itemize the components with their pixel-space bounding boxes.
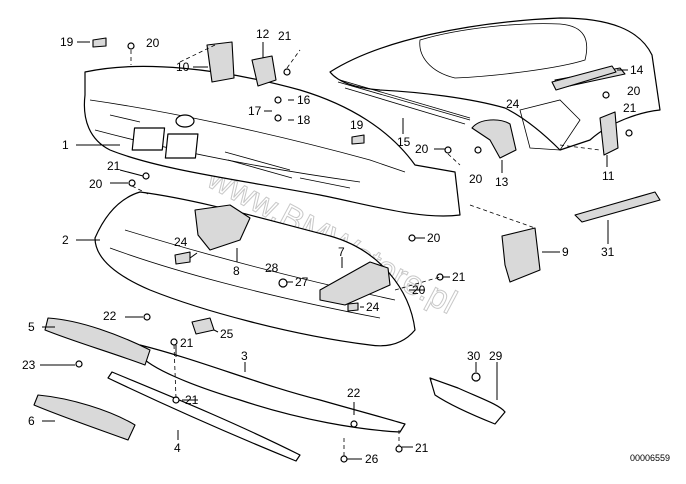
- callout-21-d: 21: [452, 270, 466, 284]
- callout-12: 12: [256, 27, 270, 41]
- callout-22-b: 22: [347, 386, 361, 400]
- leader-lines: [40, 41, 628, 460]
- callout-20-c: 20: [415, 142, 429, 156]
- callout-16: 16: [297, 93, 311, 107]
- callout-20-e: 20: [627, 84, 641, 98]
- part-14-strip: [551, 65, 617, 91]
- callout-18: 18: [297, 113, 311, 127]
- callout-19-mid: 19: [350, 118, 364, 132]
- part-4-strip: [107, 371, 301, 462]
- callout-8: 8: [233, 264, 240, 278]
- callout-20-b: 20: [89, 177, 103, 191]
- diagram-code: 00006559: [630, 453, 670, 463]
- callout-7: 7: [338, 245, 345, 259]
- callout-23: 23: [22, 358, 36, 372]
- callout-21-g: 21: [415, 441, 429, 455]
- callout-6: 6: [28, 414, 35, 428]
- callout-26: 26: [365, 452, 379, 466]
- part-9-bracket: [501, 227, 541, 283]
- part-3-spoiler: [139, 344, 406, 433]
- callout-11: 11: [602, 169, 615, 183]
- callout-4: 4: [174, 441, 181, 455]
- callout-24-b: 24: [366, 300, 380, 314]
- callout-24-a: 24: [174, 235, 188, 249]
- callout-10: 10: [176, 60, 190, 74]
- callout-25: 25: [220, 327, 234, 341]
- callout-2: 2: [62, 233, 69, 247]
- callout-28: 28: [265, 261, 279, 275]
- part-29-bracket: [429, 377, 506, 425]
- part-13-bracket: [471, 119, 517, 159]
- callout-17: 17: [248, 104, 262, 118]
- part-15-molding: [339, 79, 471, 119]
- callout-31: 31: [601, 245, 615, 259]
- part-10-bracket: [206, 41, 235, 83]
- callout-19-top: 19: [60, 35, 74, 49]
- callout-20-d: 20: [469, 172, 483, 186]
- assembly-lines: [130, 44, 601, 456]
- part-11-bracket: [599, 111, 619, 156]
- callout-21-c: 21: [623, 101, 637, 115]
- callout-13: 13: [495, 175, 509, 189]
- callout-9: 9: [562, 245, 569, 259]
- part-8-bracket: [194, 204, 251, 251]
- callout-20-g: 20: [412, 283, 426, 297]
- callout-27: 27: [295, 275, 309, 289]
- callout-5: 5: [28, 320, 35, 334]
- part-6-trim: [33, 394, 136, 441]
- part-31-rail: [574, 191, 661, 223]
- part-5-trim: [44, 317, 151, 366]
- callout-21-e: 21: [180, 336, 194, 350]
- callout-21-b: 21: [107, 159, 121, 173]
- callout-29: 29: [489, 349, 503, 363]
- callout-21-a: 21: [278, 29, 292, 43]
- callout-30: 30: [467, 349, 481, 363]
- part-1-bumper-upper: [83, 65, 461, 217]
- part-12-bracket: [251, 55, 277, 87]
- callout-14: 14: [630, 63, 644, 77]
- callout-22-a: 22: [103, 309, 117, 323]
- callout-labels: 1 2 3 4 5 6 7 8 9 10 11 12 13 14 15 16 1…: [22, 27, 644, 466]
- callout-15: 15: [397, 135, 411, 149]
- part-19-pad: [92, 37, 365, 145]
- callout-1: 1: [62, 138, 69, 152]
- callout-24-c: 24: [506, 97, 520, 111]
- part-7-bracket: [319, 261, 391, 306]
- callout-3: 3: [241, 349, 248, 363]
- callout-20-f: 20: [427, 231, 441, 245]
- part-24-clip: [174, 251, 359, 312]
- callout-20-a: 20: [146, 36, 160, 50]
- callout-21-f: 21: [185, 393, 199, 407]
- part-25-bracket: [191, 317, 215, 335]
